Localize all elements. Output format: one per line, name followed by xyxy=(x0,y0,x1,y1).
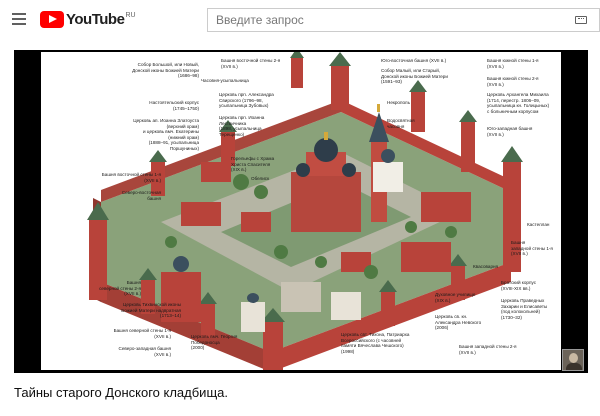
label-church-chrysostom: Церковь ап. Иоанна Златоуста (верхний хр… xyxy=(133,118,199,151)
label-southeast-tower: Юго-восточная башня (XVII в.) xyxy=(381,58,447,63)
label-kastellan: Кастеллан xyxy=(527,222,550,227)
label-east-tower-2: Башня восточной стены 2-я (XVII в.) xyxy=(221,58,281,69)
gate-church xyxy=(161,256,201,322)
label-church-nevsky: Церковь св. кн. Александра Невского (200… xyxy=(435,314,482,331)
label-northwest-tower: Северо-западная башня (XVII в.) xyxy=(118,346,172,357)
label-northeast-tower: Северо-восточная башня xyxy=(121,190,161,201)
trees xyxy=(165,174,457,279)
label-spiritual-school: Духовное училище (XIX в.) xyxy=(435,292,476,303)
top-bar: YouTube RU xyxy=(0,0,600,40)
keyboard-icon[interactable] xyxy=(575,16,587,24)
label-church-zachary: Церковь Праведных Захарии и Елисаветы (п… xyxy=(501,298,548,320)
label-church-archangel: Церковь Архангела Михаила (1714, перестр… xyxy=(487,92,550,114)
youtube-logo[interactable]: YouTube RU xyxy=(40,10,136,28)
label-obelisk: Обелиск xyxy=(251,176,270,181)
label-kvasovarnya: Квасоварня xyxy=(473,264,499,269)
label-east-tower-1: Башня восточной стены 1-я (XVII в.) xyxy=(101,172,161,183)
label-great-cathedral: Собор Большой, или Новый, Донской иконы … xyxy=(132,62,199,79)
label-old-cathedral: Собор Малый, или Старый, Донской иконы Б… xyxy=(381,68,448,85)
label-brothers-building: Братский корпус (XVIII-XIX вв.) xyxy=(501,280,536,291)
label-north-tower-1: Башня северной стены 1-я (XVII в.) xyxy=(113,328,171,339)
label-reliefs: Горельефы с Храма Христа Спасителя (XIX … xyxy=(231,156,275,173)
menu-icon[interactable] xyxy=(12,13,26,25)
presenter-thumbnail xyxy=(562,349,584,371)
logo-text: YouTube xyxy=(66,10,125,28)
logo-region: RU xyxy=(125,11,136,19)
corner-towers xyxy=(87,52,523,370)
buildings xyxy=(181,162,471,332)
label-church-tikhon: Церковь свт. Тихона, Патриарха Всероссий… xyxy=(341,332,410,354)
label-church-svirsky: Церковь прп. Александра Свирского (1796–… xyxy=(219,92,274,109)
search-box[interactable] xyxy=(207,8,600,32)
label-chapel-tomb: Часовня-усыпальница xyxy=(201,78,249,83)
label-south-tower-2: Башня южной стены 2-я (XVII в.) xyxy=(487,76,539,87)
label-southwest-tower: Юго-западная башня (XVII в.) xyxy=(487,126,533,137)
label-water-chapel: Водосвятная часовня xyxy=(387,118,415,129)
label-tikhvin-church: Церковь Тихвинской иконы Божией Матери н… xyxy=(121,302,181,319)
label-south-tower-1: Башня южной стены 1-я (XVII в.) xyxy=(487,58,539,69)
old-cathedral xyxy=(373,149,403,192)
label-necropolis: Некрополь xyxy=(387,100,411,105)
play-icon xyxy=(40,10,64,28)
label-west-tower-2: Башня западной стены 2-я (XVII в.) xyxy=(459,344,517,355)
label-west-tower-1: Башня западной стены 1-я (XVII в.) xyxy=(511,240,553,257)
video-title[interactable]: Тайны старого Донского кладбища. xyxy=(14,385,228,400)
video-player[interactable]: Собор Большой, или Новый, Донской иконы … xyxy=(14,50,588,373)
search-input[interactable] xyxy=(208,9,548,31)
label-church-lestvichnik: Церковь прп. Иоанна Лествичника (1898, у… xyxy=(219,115,265,137)
label-abbots-building: Настоятельский корпус (1745–1750) xyxy=(149,100,199,111)
great-cathedral xyxy=(291,132,361,232)
monastery-illustration xyxy=(87,52,523,370)
video-frame[interactable]: Собор Большой, или Новый, Донской иконы … xyxy=(41,52,561,370)
label-north-tower-2: Башня северной стены 2-я (XVII в.) xyxy=(99,280,141,297)
label-church-george: Церковь вмч. Георгия Победоносца (2000) xyxy=(191,334,238,351)
